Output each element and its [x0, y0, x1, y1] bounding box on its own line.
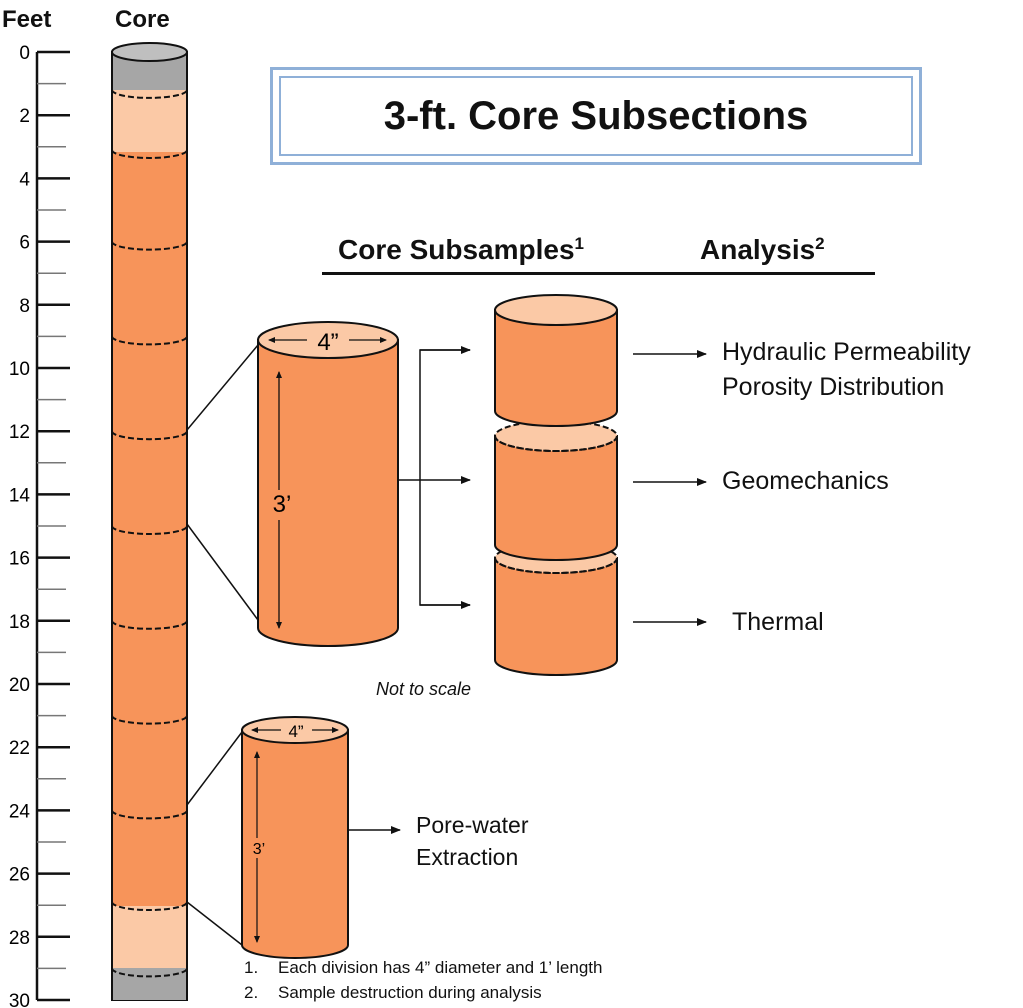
label-porosity: Porosity Distribution	[722, 373, 945, 401]
label-extraction: Extraction	[416, 844, 519, 870]
depth-tick-label: 4	[19, 169, 30, 190]
connector-lines	[186, 344, 259, 946]
footnote-1: 1.Each division has 4” diameter and 1’ l…	[244, 958, 603, 977]
core-division-line	[111, 525, 188, 535]
depth-tick-label: 24	[9, 801, 31, 822]
core-division-line	[111, 430, 188, 441]
core-division-line	[111, 620, 188, 630]
depth-tick-label: 22	[9, 738, 30, 759]
depth-tick-label: 20	[9, 675, 30, 696]
label-thermal: Thermal	[732, 608, 824, 636]
core-division-line	[111, 715, 188, 725]
analysis-arrows	[349, 350, 707, 834]
label-hydraulic: Hydraulic Permeability	[722, 338, 971, 366]
length-label: 3’	[273, 491, 292, 518]
feet-header: Feet	[2, 6, 52, 33]
core-header: Core	[115, 6, 170, 33]
not-to-scale-note: Not to scale	[376, 679, 472, 699]
core-division-line	[111, 968, 188, 978]
core-division-line	[111, 901, 188, 912]
label-geomechanics: Geomechanics	[722, 467, 889, 495]
split-bracket	[398, 346, 471, 609]
core-division-line	[111, 241, 188, 251]
subsample-cylinders	[494, 294, 618, 676]
title-box: 3-ft. Core Subsections	[270, 67, 922, 165]
core-bottom-cap	[112, 968, 187, 1000]
footnote-2: 2.Sample destruction during analysis	[244, 983, 542, 1002]
diameter-label: 4”	[317, 329, 338, 356]
depth-tick-label: 30	[9, 991, 30, 1008]
core-division-line	[111, 89, 188, 99]
pore-water-cylinder: 4” 3’	[241, 716, 349, 959]
core-column	[111, 42, 188, 1001]
depth-tick-label: 26	[9, 865, 30, 886]
diameter-label-small: 4”	[288, 722, 303, 741]
core-division-line	[111, 149, 188, 159]
depth-tick-label: 14	[9, 485, 31, 506]
label-pore-water: Pore-water	[416, 812, 529, 838]
depth-tick-label: 0	[19, 43, 30, 64]
depth-tick-label: 2	[19, 106, 30, 127]
header-underline	[322, 272, 875, 275]
depth-tick-label: 8	[19, 296, 30, 317]
depth-tick-label: 6	[19, 233, 30, 254]
depth-tick-label: 16	[9, 549, 30, 570]
depth-tick-label: 28	[9, 928, 30, 949]
core-division-line	[111, 810, 188, 820]
subsamples-header: Core Subsamples1	[338, 234, 584, 265]
analysis-header: Analysis2	[700, 234, 825, 265]
core-top-light-section	[112, 90, 187, 152]
depth-tick-label: 12	[9, 422, 30, 443]
core-bottom-light-section	[112, 906, 187, 968]
depth-tick-label: 10	[9, 359, 30, 380]
core-division-line	[111, 336, 188, 346]
core-top-ellipse	[111, 42, 188, 62]
length-label-small: 3’	[253, 841, 265, 858]
subsection-cylinder: 4” 3’	[257, 321, 399, 647]
core-body	[111, 51, 188, 1001]
diagram-title: 3-ft. Core Subsections	[383, 93, 809, 138]
depth-tick-label: 18	[9, 612, 30, 633]
